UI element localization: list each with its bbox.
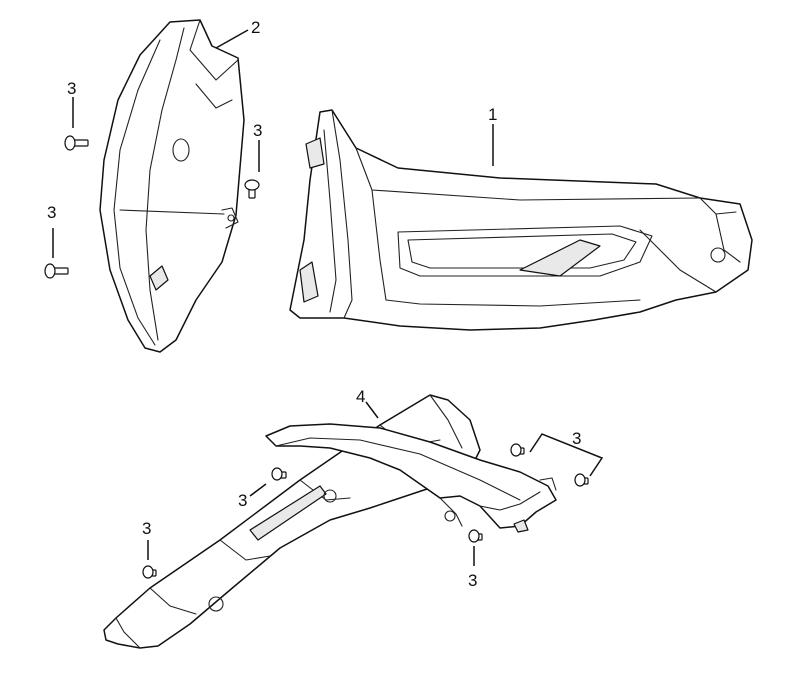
callout-screw-upper-left: 3 — [67, 79, 76, 98]
screw-rail-upper — [271, 467, 287, 481]
screw-right-of-cover — [244, 179, 260, 199]
leader-part-2 — [215, 29, 249, 49]
callout-part-2: 2 — [251, 18, 260, 37]
callout-screw-rail-upper: 3 — [238, 491, 247, 510]
part-4-rear-fender — [103, 394, 557, 649]
screw-hugger-bottom — [468, 529, 483, 543]
screw-hugger-right-b — [574, 473, 589, 487]
part-1-main-cover — [289, 109, 753, 331]
callout-screw-lower-left: 3 — [47, 203, 56, 222]
leader-part-4 — [365, 401, 379, 419]
callout-part-1: 1 — [488, 105, 497, 124]
part-2-side-cover — [99, 19, 245, 353]
leader-screw-rail-upper — [249, 483, 267, 497]
callout-screw-rail-lower: 3 — [142, 519, 151, 538]
callout-screw-hugger-pair: 3 — [572, 429, 581, 448]
screw-lower-left — [44, 263, 69, 279]
callout-screw-right-of-cover: 3 — [253, 121, 262, 140]
callout-part-4: 4 — [356, 387, 365, 406]
leader-screw-hugger-pair — [529, 433, 604, 477]
screw-hugger-right-a — [510, 443, 525, 457]
screw-upper-left — [64, 135, 89, 151]
screw-rail-lower — [142, 565, 157, 579]
callout-screw-hugger-bottom: 3 — [468, 571, 477, 590]
